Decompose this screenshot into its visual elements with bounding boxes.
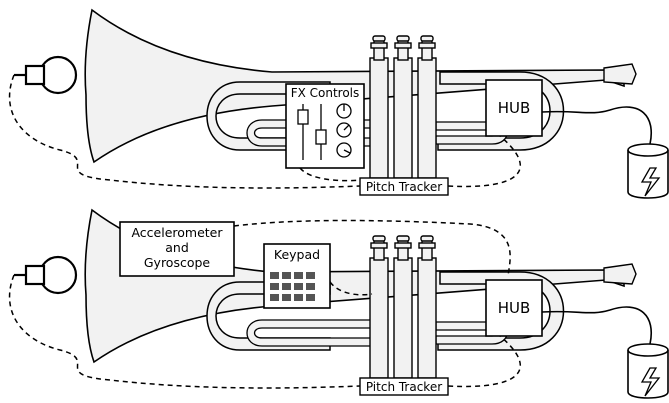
bottom-diagram: Accelerometer and Gyroscope Keypad HUB P… bbox=[8, 209, 669, 399]
sensor-cable-bottom bbox=[233, 219, 511, 277]
pitch-tracker-label: Pitch Tracker bbox=[366, 380, 442, 394]
accelerometer-gyroscope-box: Accelerometer and Gyroscope bbox=[119, 221, 235, 277]
slider-icon bbox=[297, 104, 327, 160]
keypad-label: Keypad bbox=[274, 247, 320, 262]
battery-icon bbox=[627, 143, 669, 199]
battery-cable-top bbox=[541, 106, 652, 145]
hub-box: HUB bbox=[485, 79, 543, 137]
pitch-tracker-box: Pitch Tracker bbox=[359, 177, 449, 196]
hub-label: HUB bbox=[498, 99, 531, 117]
mic-cable-top bbox=[8, 74, 361, 189]
sensor-label-line1: Accelerometer bbox=[131, 225, 223, 240]
fx-cable-top bbox=[299, 167, 363, 182]
sensor-label-line2: and bbox=[165, 240, 189, 255]
mic-cable-bottom bbox=[8, 274, 361, 389]
battery-icon bbox=[627, 343, 669, 399]
microphone-icon bbox=[12, 255, 78, 295]
keypad-cable-bottom bbox=[329, 281, 373, 296]
top-diagram: FX Controls HUB Pitch Tracker bbox=[8, 9, 669, 199]
pitch-tracker-label: Pitch Tracker bbox=[366, 180, 442, 194]
knob-icon bbox=[336, 103, 352, 158]
microphone-icon bbox=[12, 55, 78, 95]
tracker-cable-bottom bbox=[447, 335, 521, 388]
pitch-tracker-box: Pitch Tracker bbox=[359, 377, 449, 396]
tracker-cable-top bbox=[447, 135, 521, 188]
hub-box: HUB bbox=[485, 279, 543, 337]
hub-label: HUB bbox=[498, 299, 531, 317]
keypad-grid-icon bbox=[270, 272, 315, 301]
sensor-label-line3: Gyroscope bbox=[144, 255, 211, 270]
fx-controls-box: FX Controls bbox=[285, 83, 365, 169]
battery-cable-bottom bbox=[541, 306, 652, 345]
fx-controls-label: FX Controls bbox=[291, 86, 360, 100]
keypad-box: Keypad bbox=[263, 243, 331, 309]
